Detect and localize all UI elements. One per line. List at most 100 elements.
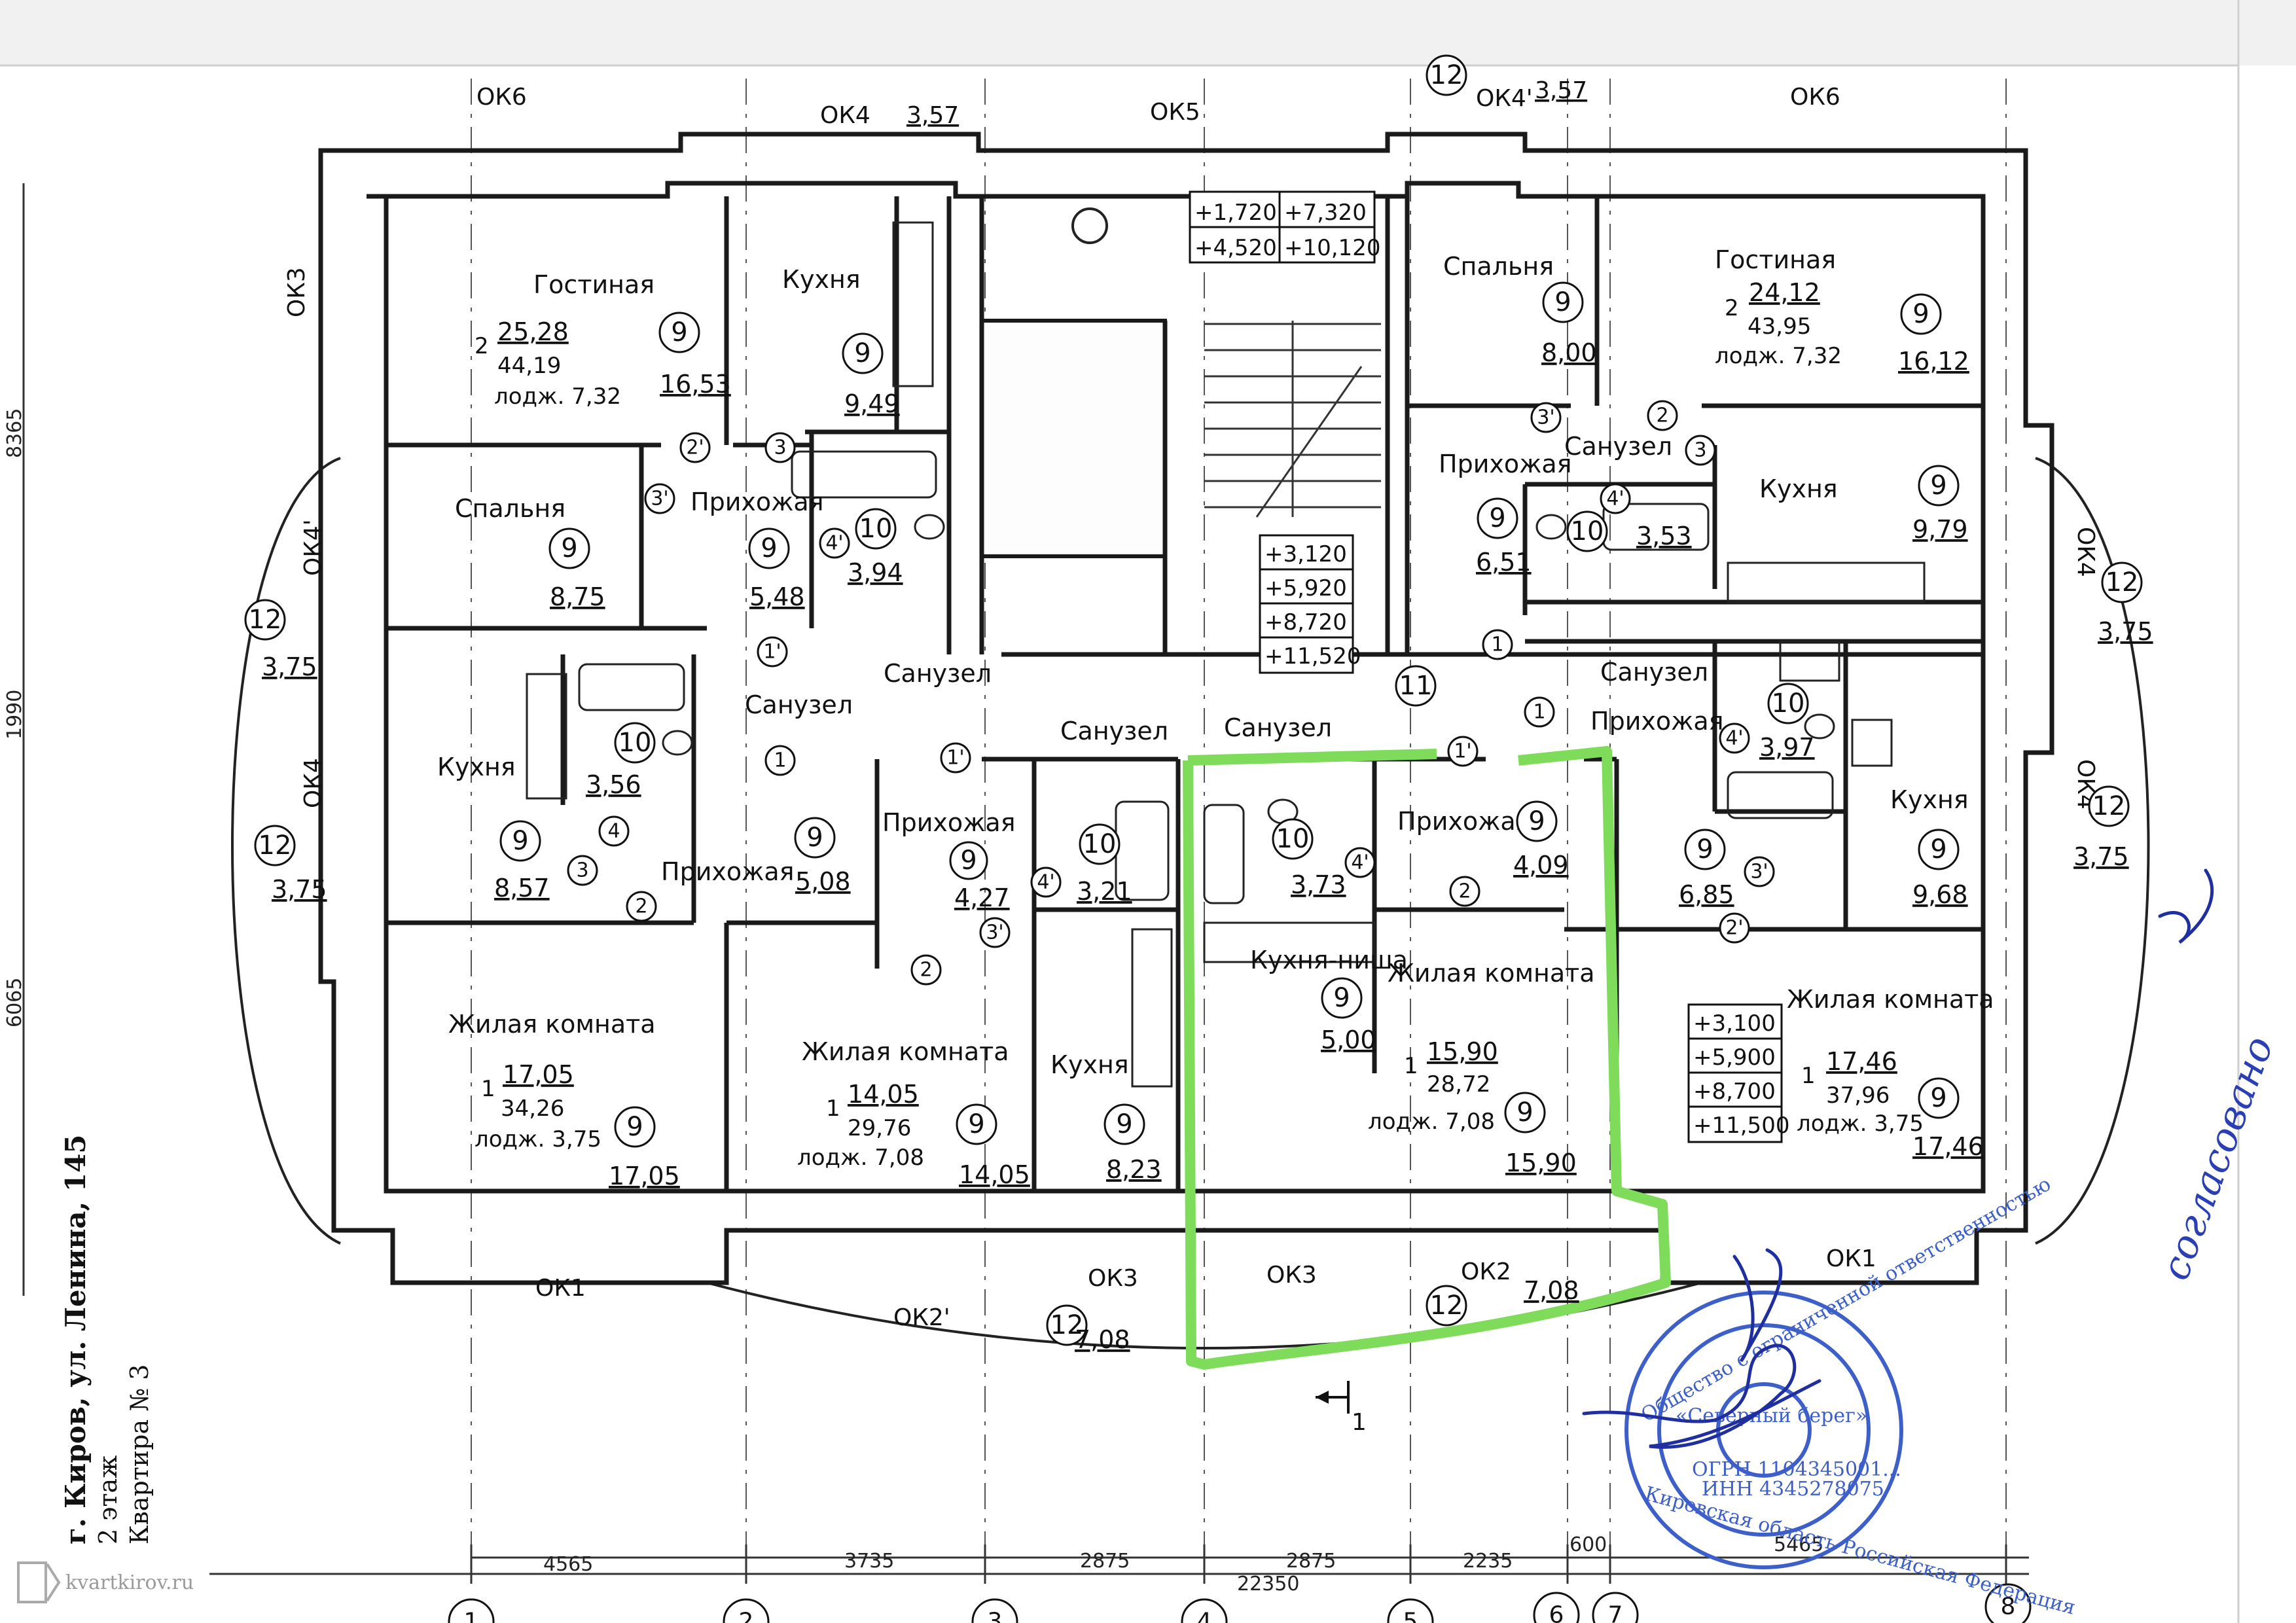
svg-text:6,85: 6,85 xyxy=(1679,880,1734,909)
window-mark: ОК4' xyxy=(1476,85,1533,112)
svg-text:2: 2 xyxy=(1458,880,1471,903)
svg-text:9: 9 xyxy=(1930,834,1946,865)
svg-text:лодж. 7,08: лодж. 7,08 xyxy=(1368,1109,1495,1135)
door-marks: 2' 3 3' 4' 1' 1 1' 4 3 2 4' 3' 2 4' 2 1'… xyxy=(567,54,1775,986)
handwritten-note: согласовано xyxy=(2152,1031,2282,1287)
svg-text:kvartkirov.ru: kvartkirov.ru xyxy=(65,1571,194,1594)
room-bathroom-left-top: 10 3,94 xyxy=(848,508,903,587)
loggia-right-top: 12 3,75 xyxy=(2098,562,2153,646)
svg-text:16,53: 16,53 xyxy=(660,370,731,399)
svg-text:43,95: 43,95 xyxy=(1748,313,1811,340)
svg-text:1: 1 xyxy=(1533,701,1545,724)
svg-text:9: 9 xyxy=(968,1109,984,1139)
svg-text:4565: 4565 xyxy=(543,1553,593,1576)
svg-text:8: 8 xyxy=(2001,1594,2016,1620)
svg-text:10: 10 xyxy=(1083,829,1117,859)
svg-text:2235: 2235 xyxy=(1463,1550,1513,1573)
apartment-3-highlight xyxy=(1183,746,1671,1370)
svg-text:9: 9 xyxy=(1696,834,1713,865)
svg-text:3735: 3735 xyxy=(844,1550,894,1573)
svg-text:4: 4 xyxy=(1197,1609,1212,1623)
loggia-bottom-apartment-3: 12 7,08 xyxy=(1426,1276,1579,1327)
side-caption: г. Киров, ул. Ленина, 145 2 этаж Квартир… xyxy=(60,1134,154,1544)
svg-text:25,28: 25,28 xyxy=(497,317,569,346)
handwritten-check xyxy=(2158,868,2214,944)
svg-text:3,75: 3,75 xyxy=(2073,842,2129,871)
svg-text:3': 3' xyxy=(986,921,1003,944)
company-stamp: «Северный берег» Общество с ограниченной… xyxy=(1624,1173,2078,1620)
room-bedroom-left: Спальня 9 8,75 xyxy=(455,494,605,611)
svg-text:лодж. 3,75: лодж. 3,75 xyxy=(475,1126,601,1152)
svg-text:Кухня: Кухня xyxy=(782,265,861,294)
svg-text:3': 3' xyxy=(1537,406,1554,429)
room-hallway-apartment-3: Прихожая 9 4,09 xyxy=(1397,800,1569,880)
svg-text:+5,920: +5,920 xyxy=(1265,575,1347,601)
svg-text:лодж. 7,08: лодж. 7,08 xyxy=(797,1145,924,1171)
svg-text:Спальня: Спальня xyxy=(455,494,565,523)
room-label-bathroom: Санузел xyxy=(884,659,992,688)
svg-text:10: 10 xyxy=(1276,824,1310,854)
svg-text:2875: 2875 xyxy=(1080,1550,1130,1573)
svg-text:2: 2 xyxy=(920,959,932,982)
window-mark: ОК2' xyxy=(893,1304,950,1331)
window-mark: ОК3 xyxy=(1088,1265,1138,1292)
svg-text:+3,120: +3,120 xyxy=(1265,541,1347,567)
svg-text:7,08: 7,08 xyxy=(1524,1276,1579,1305)
svg-text:Кировская область Российская Ф: Кировская область Российская Федерация xyxy=(1642,1482,2077,1620)
svg-text:Прихожая: Прихожая xyxy=(661,857,795,886)
caption-floor: 2 этаж xyxy=(94,1455,122,1544)
room-kitchen-left-top: Кухня 9 9,49 xyxy=(782,265,900,418)
svg-text:6065: 6065 xyxy=(3,978,26,1027)
room-kitchen-niche-apartment-3: Кухня-ниша 9 5,00 xyxy=(1250,946,1408,1054)
svg-text:4,09: 4,09 xyxy=(1513,851,1569,880)
svg-text:+8,720: +8,720 xyxy=(1265,609,1347,635)
svg-text:2: 2 xyxy=(475,333,489,359)
svg-text:+11,520: +11,520 xyxy=(1265,643,1361,669)
svg-text:12: 12 xyxy=(2106,567,2139,597)
svg-text:9: 9 xyxy=(960,846,977,876)
room-hallway-right-top: Прихожая 9 6,51 xyxy=(1439,450,1572,577)
svg-text:Жилая комната: Жилая комната xyxy=(448,1010,656,1039)
svg-text:9: 9 xyxy=(1912,299,1929,329)
svg-text:9,49: 9,49 xyxy=(844,389,900,418)
outer-walls xyxy=(318,132,2054,1285)
svg-text:10: 10 xyxy=(619,728,652,758)
caption-apartment: Квартира № 3 xyxy=(125,1364,154,1544)
svg-text:+3,100: +3,100 xyxy=(1693,1010,1776,1037)
svg-text:17,46: 17,46 xyxy=(1826,1047,1897,1076)
svg-text:10: 10 xyxy=(859,514,893,544)
svg-text:9: 9 xyxy=(1528,806,1545,836)
svg-text:4': 4' xyxy=(825,532,843,555)
svg-text:17,05: 17,05 xyxy=(609,1162,680,1190)
svg-text:22350: 22350 xyxy=(1237,1573,1299,1596)
svg-text:9: 9 xyxy=(671,317,687,348)
svg-text:15,90: 15,90 xyxy=(1505,1149,1577,1177)
svg-text:9: 9 xyxy=(1116,1109,1132,1139)
window-mark: ОК1 xyxy=(1826,1245,1876,1272)
svg-text:9: 9 xyxy=(1554,287,1571,317)
svg-text:9,79: 9,79 xyxy=(1912,515,1968,544)
room-bathroom-apartment-3: Санузел 10 3,73 xyxy=(1224,713,1346,899)
svg-text:Санузел: Санузел xyxy=(1564,432,1672,461)
svg-text:8,75: 8,75 xyxy=(550,582,605,611)
svg-text:Спальня: Спальня xyxy=(1443,252,1554,281)
window-mark: ОК3 xyxy=(1266,1262,1317,1289)
svg-text:10: 10 xyxy=(1772,688,1805,719)
inner-walls xyxy=(386,196,1983,1191)
loggia-right-middle: 12 3,75 xyxy=(2073,785,2130,871)
svg-text:37,96: 37,96 xyxy=(1826,1082,1890,1109)
svg-text:3,75: 3,75 xyxy=(262,652,317,681)
svg-text:2: 2 xyxy=(739,1609,754,1623)
svg-text:6,51: 6,51 xyxy=(1476,548,1532,577)
svg-text:ОГРН 1104345001...: ОГРН 1104345001... xyxy=(1692,1458,1901,1481)
watermark: kvartkirov.ru xyxy=(17,1561,194,1603)
svg-text:1': 1' xyxy=(1454,740,1471,763)
room-living-room-right: Гостиная 2 24,12 43,95 лодж. 7,32 9 16,1… xyxy=(1715,245,1969,376)
svg-text:1: 1 xyxy=(1352,1409,1367,1436)
svg-text:3,75: 3,75 xyxy=(272,875,327,904)
svg-text:9,68: 9,68 xyxy=(1912,880,1968,909)
svg-text:15,90: 15,90 xyxy=(1427,1037,1498,1066)
svg-text:Общество с ограниченной ответс: Общество с ограниченной ответственностью xyxy=(1638,1173,2055,1427)
svg-text:9: 9 xyxy=(1930,471,1946,501)
room-label-bathroom: Санузел xyxy=(745,690,853,719)
